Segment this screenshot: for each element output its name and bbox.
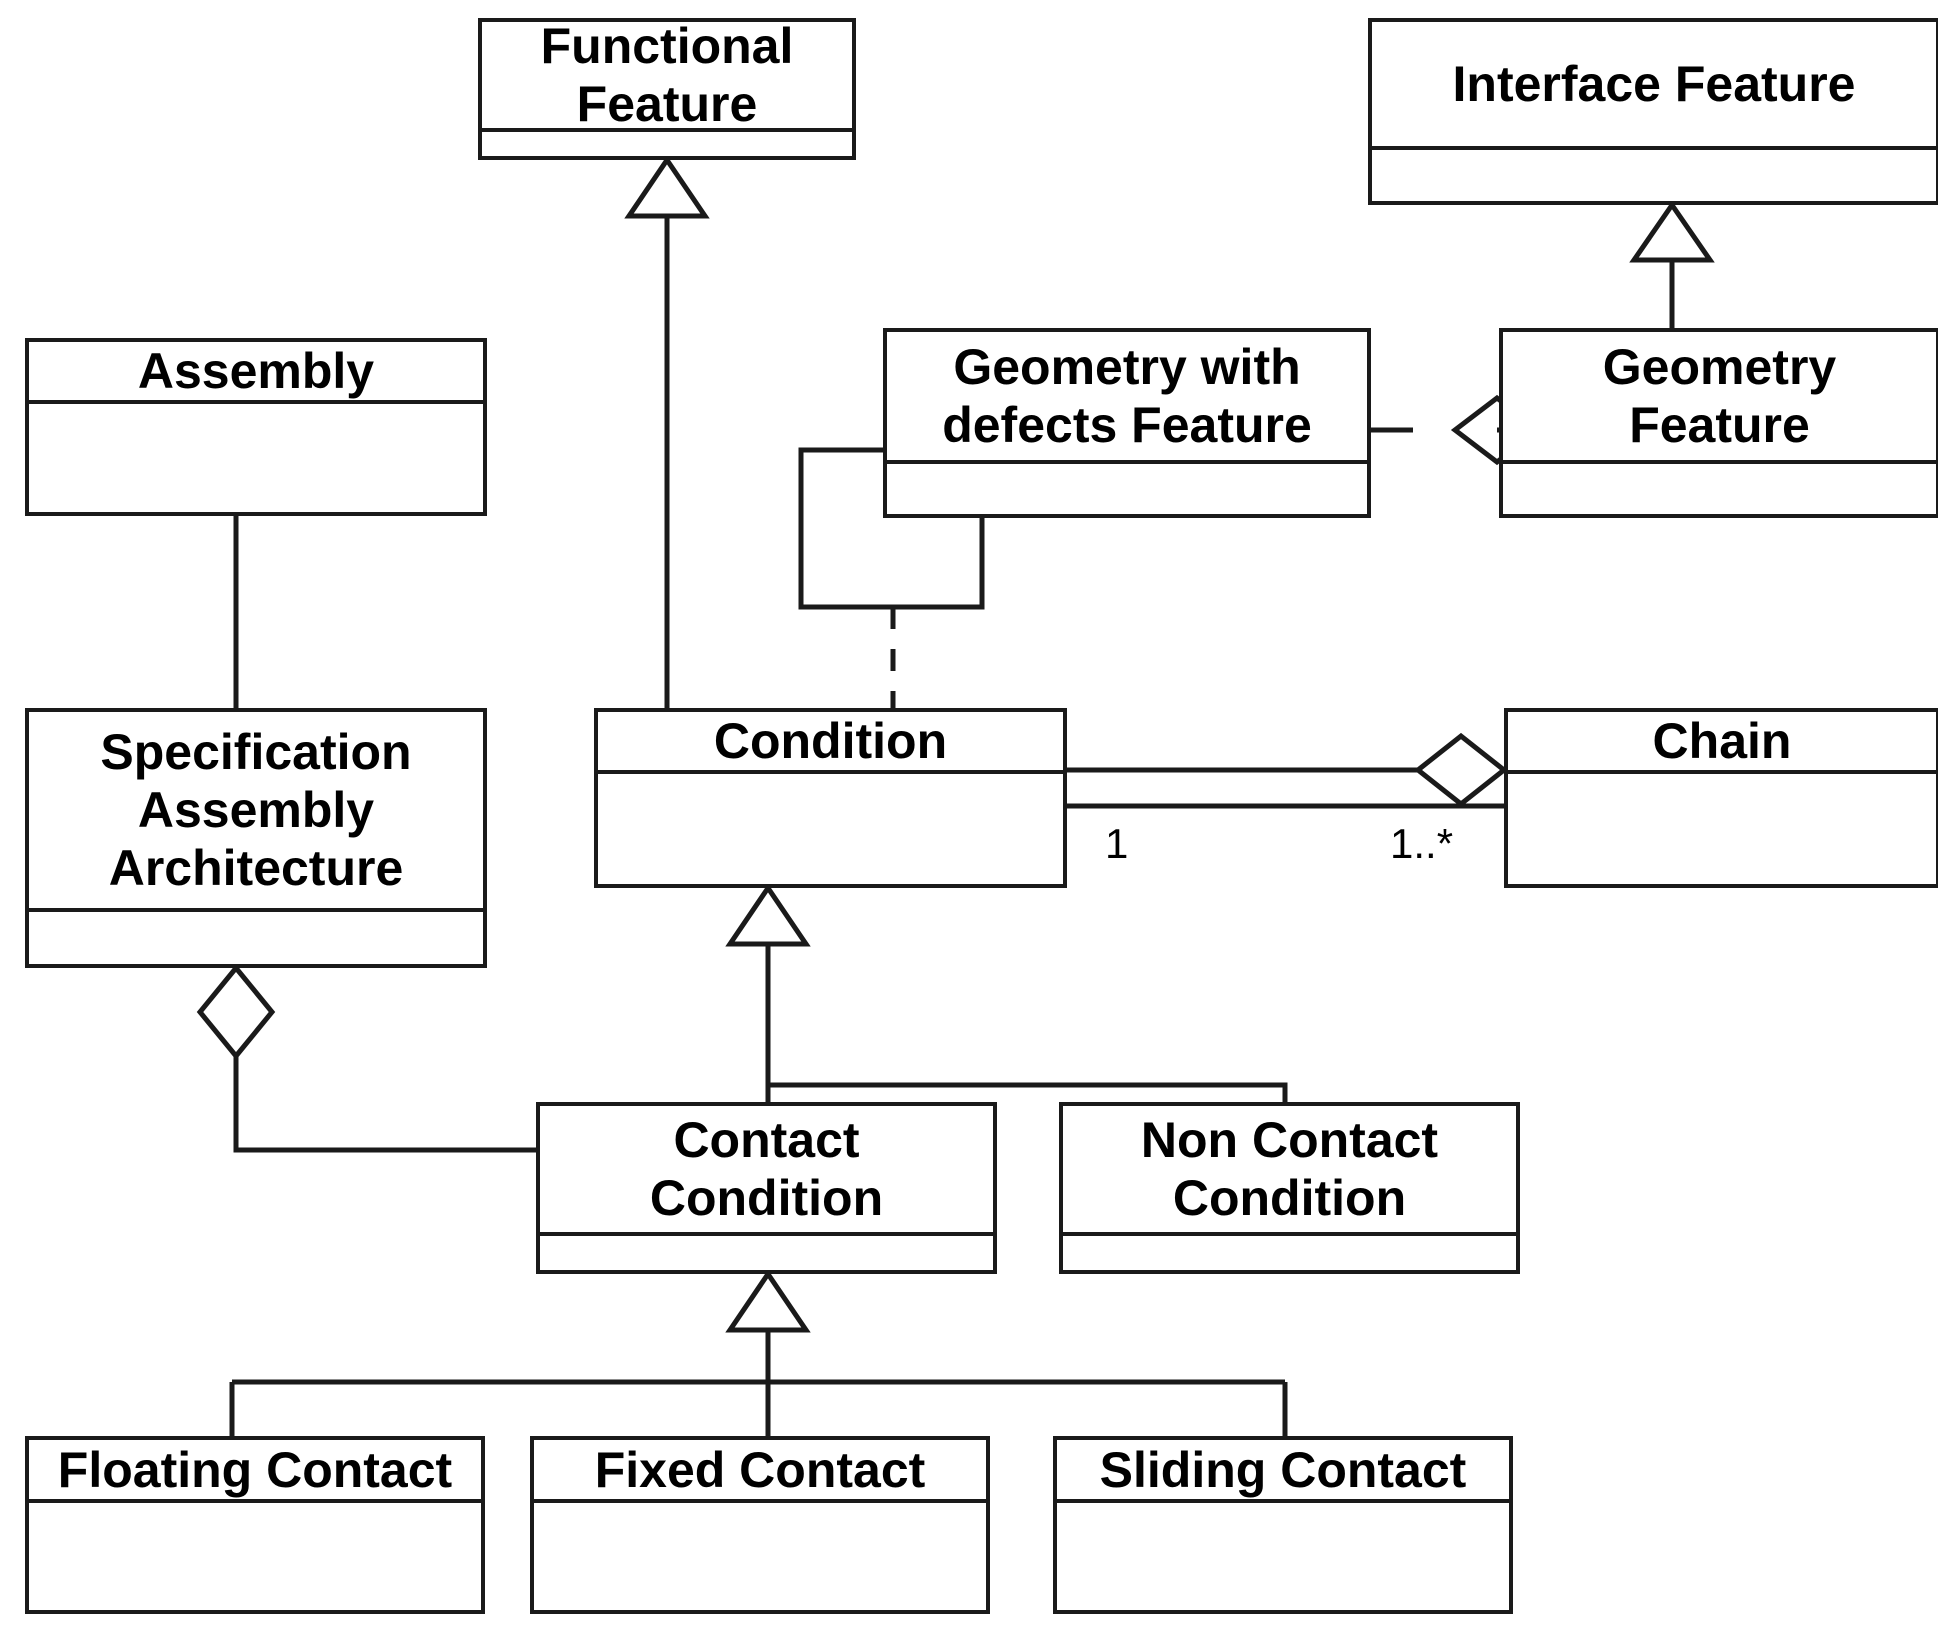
class-box-interface-feature[interactable]: Interface Feature	[1368, 18, 1938, 205]
class-name-floating-contact: Floating Contact	[29, 1440, 481, 1503]
class-name-interface-feature: Interface Feature	[1372, 22, 1936, 150]
class-name-sliding-contact: Sliding Contact	[1057, 1440, 1509, 1503]
class-box-fixed-contact[interactable]: Fixed Contact	[530, 1436, 990, 1614]
class-box-specification-assembly-architecture[interactable]: Specification Assembly Architecture	[25, 708, 487, 968]
class-name-geometry-feature: Geometry Feature	[1503, 332, 1936, 464]
class-name-chain: Chain	[1508, 712, 1936, 774]
class-name-assembly: Assembly	[29, 342, 483, 404]
class-name-functional-feature: Functional Feature	[482, 18, 852, 132]
edge-specification-assembly-architecture-aggregates-contact-condition	[196, 964, 536, 1153]
edge-condition-aggregated-by-chain	[1067, 732, 1509, 808]
class-name-fixed-contact: Fixed Contact	[534, 1440, 986, 1503]
class-name-specification-assembly-architecture: Specification Assembly Architecture	[29, 712, 483, 912]
edge-condition-generalizes-functional-feature	[624, 155, 710, 708]
multiplicity-condition-to-chain-target: 1..*	[1390, 820, 1454, 867]
class-name-geometry-with-defects-feature: Geometry with defects Feature	[887, 332, 1367, 464]
class-name-contact-condition: Contact Condition	[540, 1106, 993, 1236]
class-box-chain[interactable]: Chain	[1504, 708, 1938, 888]
class-box-sliding-contact[interactable]: Sliding Contact	[1053, 1436, 1513, 1614]
multiplicity-condition-to-chain-source: 1	[1105, 820, 1129, 867]
edge-geometry-feature-generalizes-interface-feature	[1629, 200, 1715, 328]
class-name-non-contact-condition: Non Contact Condition	[1063, 1106, 1516, 1236]
class-box-condition[interactable]: Condition	[594, 708, 1067, 888]
edge-subclasses-generalize-condition	[725, 883, 1288, 1102]
class-box-floating-contact[interactable]: Floating Contact	[25, 1436, 485, 1614]
class-box-non-contact-condition[interactable]: Non Contact Condition	[1059, 1102, 1520, 1274]
class-box-geometry-feature[interactable]: Geometry Feature	[1499, 328, 1938, 518]
class-box-functional-feature[interactable]: Functional Feature	[478, 18, 856, 160]
class-box-geometry-with-defects-feature[interactable]: Geometry with defects Feature	[883, 328, 1371, 518]
edge-contact-subclasses-generalize-contact-condition	[229, 1269, 1288, 1436]
class-box-contact-condition[interactable]: Contact Condition	[536, 1102, 997, 1274]
class-name-condition: Condition	[598, 712, 1063, 774]
class-box-assembly[interactable]: Assembly	[25, 338, 487, 516]
